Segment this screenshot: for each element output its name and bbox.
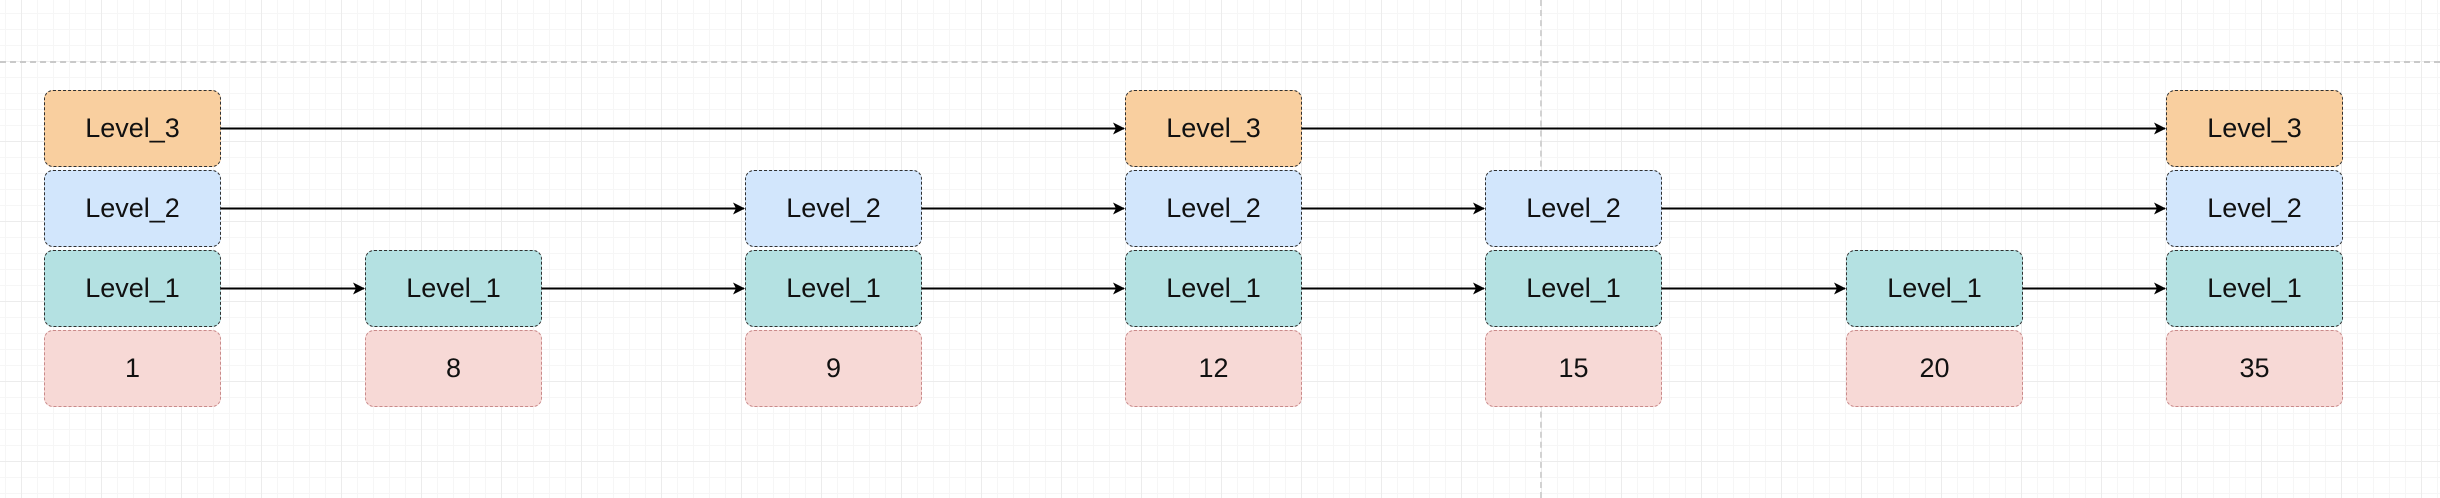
level-2-node-9: Level_2 — [745, 170, 922, 247]
value-node-15: 15 — [1485, 330, 1662, 407]
level-1-node-35: Level_1 — [2166, 250, 2343, 327]
level-1-node-20: Level_1 — [1846, 250, 2023, 327]
level-1-node-15: Level_1 — [1485, 250, 1662, 327]
level-1-node-12: Level_1 — [1125, 250, 1302, 327]
value-node-9: 9 — [745, 330, 922, 407]
page-guide-vertical — [1540, 0, 1542, 498]
level-3-node-12: Level_3 — [1125, 90, 1302, 167]
value-node-20: 20 — [1846, 330, 2023, 407]
level-3-node-1: Level_3 — [44, 90, 221, 167]
page-guide-horizontal — [0, 61, 2440, 63]
level-3-node-35: Level_3 — [2166, 90, 2343, 167]
level-2-node-1: Level_2 — [44, 170, 221, 247]
value-node-35: 35 — [2166, 330, 2343, 407]
level-1-node-1: Level_1 — [44, 250, 221, 327]
level-2-node-15: Level_2 — [1485, 170, 1662, 247]
level-2-node-35: Level_2 — [2166, 170, 2343, 247]
level-2-node-12: Level_2 — [1125, 170, 1302, 247]
value-node-12: 12 — [1125, 330, 1302, 407]
level-1-node-8: Level_1 — [365, 250, 542, 327]
level-1-node-9: Level_1 — [745, 250, 922, 327]
value-node-8: 8 — [365, 330, 542, 407]
value-node-1: 1 — [44, 330, 221, 407]
